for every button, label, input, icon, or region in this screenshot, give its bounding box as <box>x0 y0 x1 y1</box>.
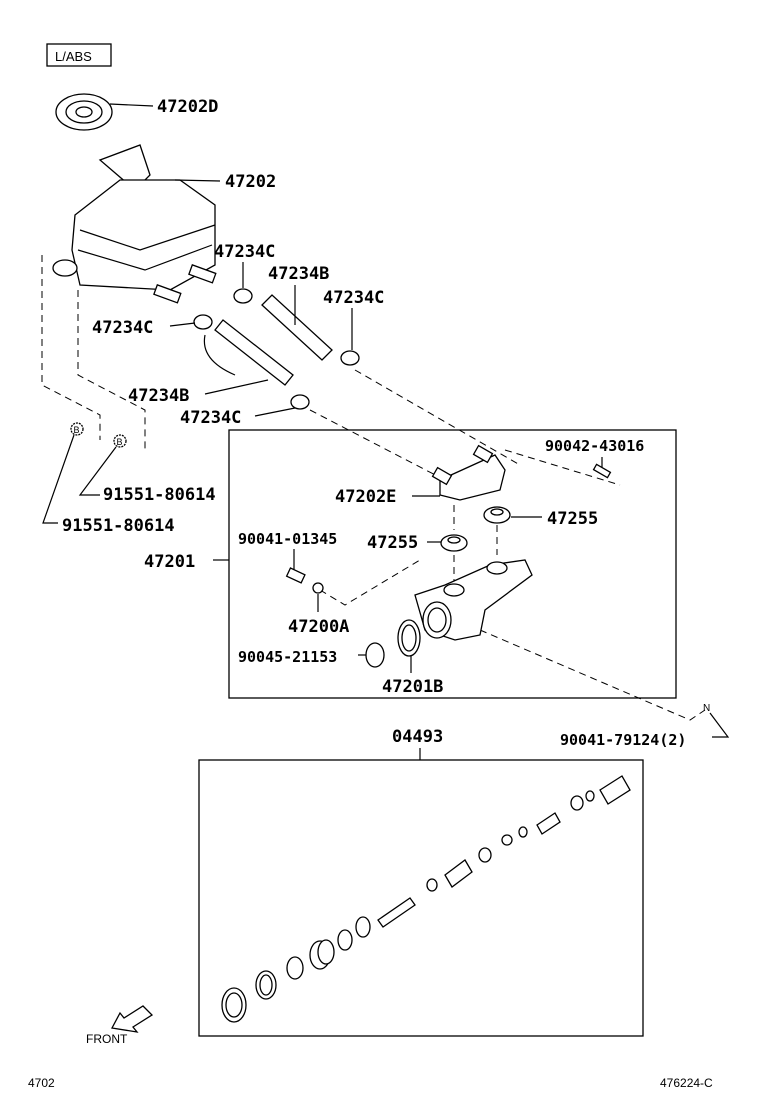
variant-badge: L/ABS <box>46 43 112 67</box>
front-arrow-icon <box>110 1005 154 1033</box>
ref-marker-b-1: B <box>70 422 84 436</box>
reservoir-cap[interactable] <box>55 93 113 131</box>
label-91551-80614-2: 91551-80614 <box>62 516 175 536</box>
label-91551-80614-1: 91551-80614 <box>103 485 216 505</box>
label-47202: 47202 <box>225 172 276 192</box>
label-47201: 47201 <box>144 552 195 572</box>
hose-clip-4[interactable] <box>290 394 310 410</box>
hose-clip-1[interactable] <box>233 288 253 304</box>
label-90041-01345: 90041-01345 <box>238 530 337 548</box>
hose-1[interactable] <box>261 294 333 361</box>
master-cylinder-body[interactable] <box>414 559 533 641</box>
label-47202E: 47202E <box>335 487 396 507</box>
svg-text:B: B <box>117 437 123 447</box>
master-cylinder-group-box <box>228 429 677 699</box>
front-label: FRONT <box>86 1032 128 1046</box>
label-47234B-2: 47234B <box>128 386 189 406</box>
snap-ring[interactable] <box>365 642 385 668</box>
repair-kit-parts[interactable] <box>221 775 631 1023</box>
hose-clip-3[interactable] <box>193 314 213 330</box>
reservoir-union[interactable] <box>431 444 506 501</box>
svg-text:B: B <box>74 425 80 435</box>
o-ring[interactable] <box>397 619 421 657</box>
screw[interactable] <box>285 567 306 584</box>
grommet-right[interactable] <box>483 506 511 524</box>
grommet-left[interactable] <box>440 534 468 552</box>
svg-text:L/ABS: L/ABS <box>55 49 92 64</box>
label-47234C-4: 47234C <box>180 408 241 428</box>
page-code: 4702 <box>28 1076 55 1090</box>
label-47200A: 47200A <box>288 617 349 637</box>
label-47234C-3: 47234C <box>92 318 153 338</box>
repair-kit-box <box>198 759 644 1037</box>
hose-2[interactable] <box>214 319 294 386</box>
label-47234C-1: 47234C <box>214 242 275 262</box>
washer[interactable] <box>312 582 324 594</box>
label-47201B: 47201B <box>382 677 443 697</box>
label-47234B-1: 47234B <box>268 264 329 284</box>
label-90045-21153: 90045-21153 <box>238 648 337 666</box>
label-47255-left: 47255 <box>367 533 418 553</box>
label-47255-right: 47255 <box>547 509 598 529</box>
label-47202D: 47202D <box>157 97 218 117</box>
label-04493: 04493 <box>392 727 443 747</box>
label-90041-79124: 90041-79124(2) <box>560 731 686 749</box>
figure-code: 476224-C <box>660 1076 713 1090</box>
pin[interactable] <box>592 463 612 479</box>
ref-marker-b-2: B <box>113 434 127 448</box>
label-47234C-2: 47234C <box>323 288 384 308</box>
reservoir-tank[interactable] <box>52 144 217 304</box>
ref-marker-n: N <box>703 703 710 714</box>
label-90042-43016: 90042-43016 <box>545 437 644 455</box>
hose-clip-2[interactable] <box>340 350 360 366</box>
